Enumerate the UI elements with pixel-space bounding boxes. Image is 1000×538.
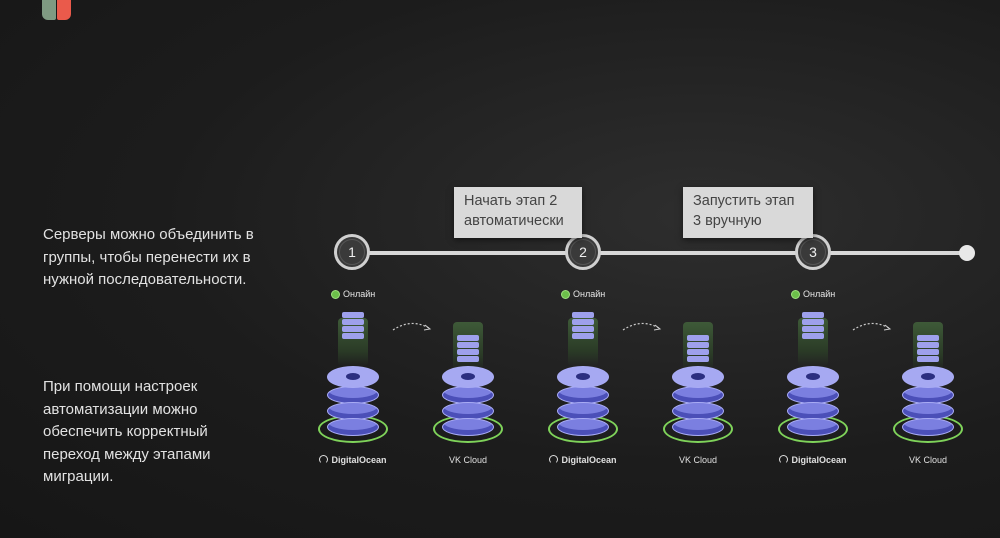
status-label: Онлайн <box>343 289 376 299</box>
tooltip-manual-stage-3: Запустить этап 3 вручную <box>683 187 813 238</box>
online-status-icon <box>561 289 570 299</box>
migration-arrow-icon <box>621 318 663 334</box>
target-provider-label: VK Cloud <box>448 455 488 465</box>
step-2[interactable]: 2 <box>565 234 601 270</box>
source-name: DigitalOcean <box>791 455 847 465</box>
status-online: Онлайн <box>791 289 835 299</box>
description-paragraph-2: При помощи настроек автоматизации можно … <box>43 378 211 485</box>
logo <box>42 0 72 20</box>
source-name: DigitalOcean <box>331 455 387 465</box>
source-server-stack <box>787 366 839 436</box>
target-provider-label: VK Cloud <box>678 455 718 465</box>
windows-icon-target-vm <box>457 335 479 365</box>
source-provider-label: DigitalOcean <box>768 455 858 465</box>
online-status-icon <box>791 289 800 299</box>
source-name: DigitalOcean <box>561 455 617 465</box>
redhat-icon-source-vm <box>572 312 594 342</box>
online-status-icon <box>331 289 340 299</box>
digitalocean-icon <box>549 455 559 464</box>
tooltip-auto-stage-2: Начать этап 2 автоматически <box>454 187 582 238</box>
timeline-end-dot <box>959 245 975 261</box>
timeline-line <box>352 251 967 255</box>
migration-arrow-icon <box>391 318 433 334</box>
source-server-stack <box>557 366 609 436</box>
migration-arrow-icon <box>851 318 893 334</box>
source-provider-label: DigitalOcean <box>538 455 628 465</box>
description-paragraph-1: Серверы можно объединить в группы, чтобы… <box>43 226 254 288</box>
source-server-stack <box>327 366 379 436</box>
target-server-stack <box>902 366 954 436</box>
cluster-icon-target-vm <box>917 335 939 365</box>
target-server-stack <box>672 366 724 436</box>
target-server-stack <box>442 366 494 436</box>
source-provider-label: DigitalOcean <box>308 455 398 465</box>
status-label: Онлайн <box>803 289 836 299</box>
redhat-icon-target-vm <box>687 335 709 365</box>
windows-icon-source-vm <box>342 312 364 342</box>
digitalocean-icon <box>319 455 329 464</box>
target-provider-label: VK Cloud <box>908 455 948 465</box>
status-label: Онлайн <box>573 289 606 299</box>
digitalocean-icon <box>779 455 789 464</box>
status-online: Онлайн <box>331 289 375 299</box>
step-3[interactable]: 3 <box>795 234 831 270</box>
step-1[interactable]: 1 <box>334 234 370 270</box>
status-online: Онлайн <box>561 289 605 299</box>
cluster-icon-source-vm <box>802 312 824 342</box>
